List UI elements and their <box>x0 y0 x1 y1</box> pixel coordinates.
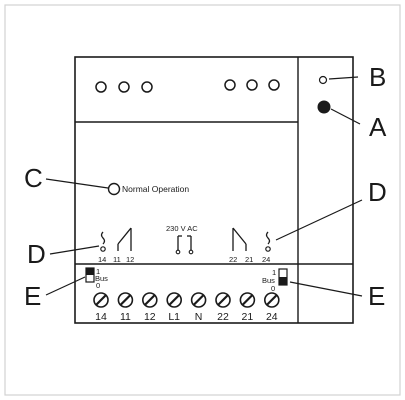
vent-hole <box>246 79 258 91</box>
bus-switch-right[interactable]: 1 Bus 0 <box>262 268 288 293</box>
right-contact-label: 21 <box>245 255 253 264</box>
vent-holes-left <box>95 81 153 93</box>
programming-button[interactable] <box>317 100 331 114</box>
leader-e-left <box>45 276 86 296</box>
left-contact-label: 12 <box>126 255 134 264</box>
bus-switch-right-off: 0 <box>271 284 275 293</box>
callout-d-left: D <box>27 239 46 269</box>
housing-outline <box>74 56 354 324</box>
terminal-label: 14 <box>95 311 107 323</box>
terminal-label: L1 <box>168 311 180 323</box>
terminal-screw <box>166 292 182 308</box>
vent-hole <box>224 79 236 91</box>
left-relay-symbol: 14 11 12 <box>98 227 134 264</box>
bus-switch-left-off: 0 <box>96 281 100 290</box>
terminal-label: 12 <box>144 311 156 323</box>
vent-hole <box>118 81 130 93</box>
left-contact-label: 14 <box>98 255 106 264</box>
normal-operation-label: Normal Operation <box>122 184 189 194</box>
terminal-screw <box>190 292 207 308</box>
normal-operation-led <box>107 182 121 196</box>
outer-frame <box>4 4 401 396</box>
leader-d-right <box>275 199 363 241</box>
terminal-label: 24 <box>266 311 278 323</box>
bus-switch-right-on: 1 <box>272 268 276 277</box>
bus-switch-left-label: Bus <box>95 274 108 283</box>
terminal-row: 14 11 12 L1 N 22 21 24 <box>93 292 280 323</box>
leader-e-right <box>289 281 363 297</box>
terminal-label: 22 <box>217 311 229 323</box>
supply-voltage-label: 230 V AC <box>166 224 198 233</box>
bus-switch-left-on: 1 <box>96 267 100 276</box>
terminal-screw <box>142 292 158 308</box>
terminal-screw <box>93 292 109 308</box>
leader-b <box>328 76 359 80</box>
leader-a <box>330 108 361 125</box>
vent-hole <box>141 81 153 93</box>
callout-c: C <box>24 163 43 193</box>
vent-hole <box>268 79 280 91</box>
left-contact-label: 11 <box>113 255 121 264</box>
terminal-label: 21 <box>242 311 254 323</box>
terminal-label: 11 <box>120 311 131 323</box>
bus-switch-left[interactable]: 1 Bus 0 <box>85 267 108 290</box>
callout-a: A <box>369 112 387 142</box>
vent-hole <box>95 81 107 93</box>
programming-led <box>318 75 328 85</box>
right-contact-label: 22 <box>229 255 237 264</box>
callout-d-right: D <box>368 177 387 207</box>
device-housing <box>74 56 354 324</box>
callout-b: B <box>369 62 386 92</box>
callout-e-left: E <box>24 281 41 311</box>
callout-e-right: E <box>368 281 385 311</box>
leader-c <box>45 178 109 189</box>
terminal-screw <box>117 292 134 308</box>
right-contact-label: 24 <box>262 255 270 264</box>
bus-switch-right-label: Bus <box>262 276 275 285</box>
supply-symbol <box>175 235 194 255</box>
right-relay-symbol: 22 21 24 <box>229 227 271 264</box>
terminal-screw <box>239 292 256 308</box>
terminal-screw <box>215 292 231 308</box>
vent-holes-right <box>224 79 280 91</box>
terminal-screw <box>263 292 280 308</box>
leader-d-left <box>49 245 100 255</box>
terminal-label: N <box>195 311 203 323</box>
